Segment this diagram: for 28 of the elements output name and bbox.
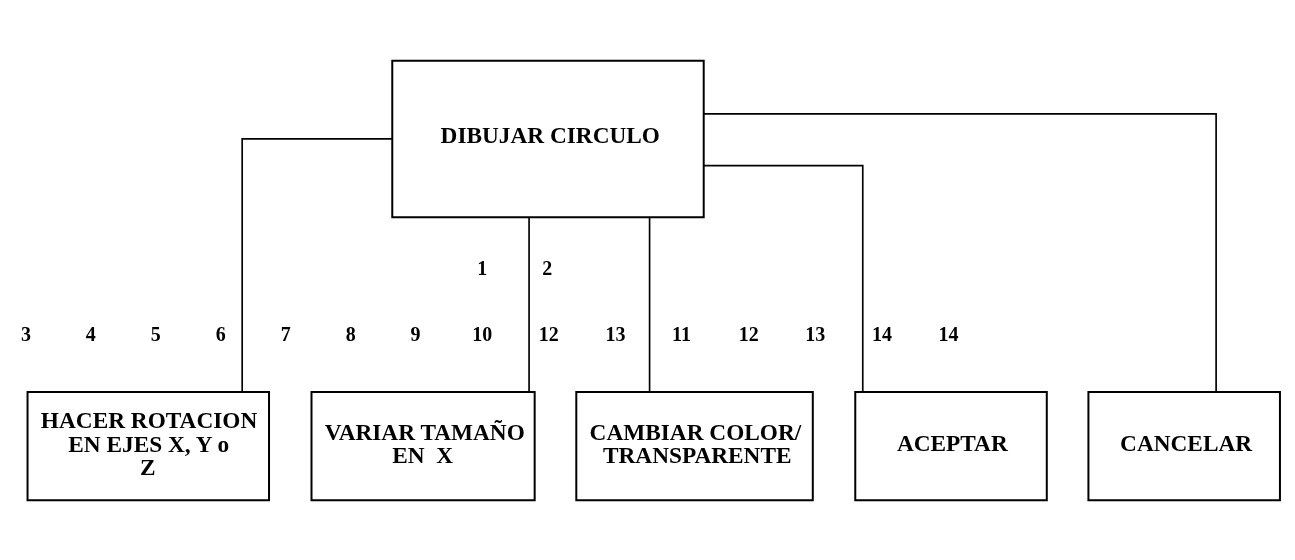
label: 10 bbox=[472, 322, 493, 345]
label: 12 bbox=[538, 322, 559, 345]
label: 14 bbox=[938, 322, 959, 345]
node-box: ACEPTAR bbox=[854, 390, 1048, 501]
label: 4 bbox=[85, 322, 96, 345]
label: 12 bbox=[738, 322, 759, 345]
node-box: HACER ROTACION EN EJES X, Y o Z bbox=[26, 390, 271, 501]
connector bbox=[648, 215, 651, 393]
label: 6 bbox=[215, 322, 226, 345]
connector bbox=[702, 112, 1217, 392]
node-box: VARIAR TAMAÑO EN X bbox=[310, 390, 536, 501]
label: 14 bbox=[871, 322, 892, 345]
label: 2 bbox=[542, 256, 553, 279]
label: 1 bbox=[477, 256, 488, 279]
connector bbox=[703, 164, 864, 392]
label: 9 bbox=[410, 322, 421, 345]
label: 13 bbox=[805, 322, 826, 345]
label: 8 bbox=[345, 322, 356, 345]
label: 13 bbox=[605, 322, 626, 345]
node-box: CAMBIAR COLOR/ TRANSPARENTE bbox=[575, 390, 814, 501]
node-box: DIBUJAR CIRCULO bbox=[391, 59, 705, 218]
label: 7 bbox=[280, 322, 291, 345]
connector bbox=[241, 137, 393, 393]
connector bbox=[528, 215, 530, 393]
node-box: CANCELAR bbox=[1087, 390, 1281, 501]
label: 11 bbox=[672, 322, 691, 345]
label: 3 bbox=[20, 322, 31, 345]
label: 5 bbox=[150, 322, 161, 345]
